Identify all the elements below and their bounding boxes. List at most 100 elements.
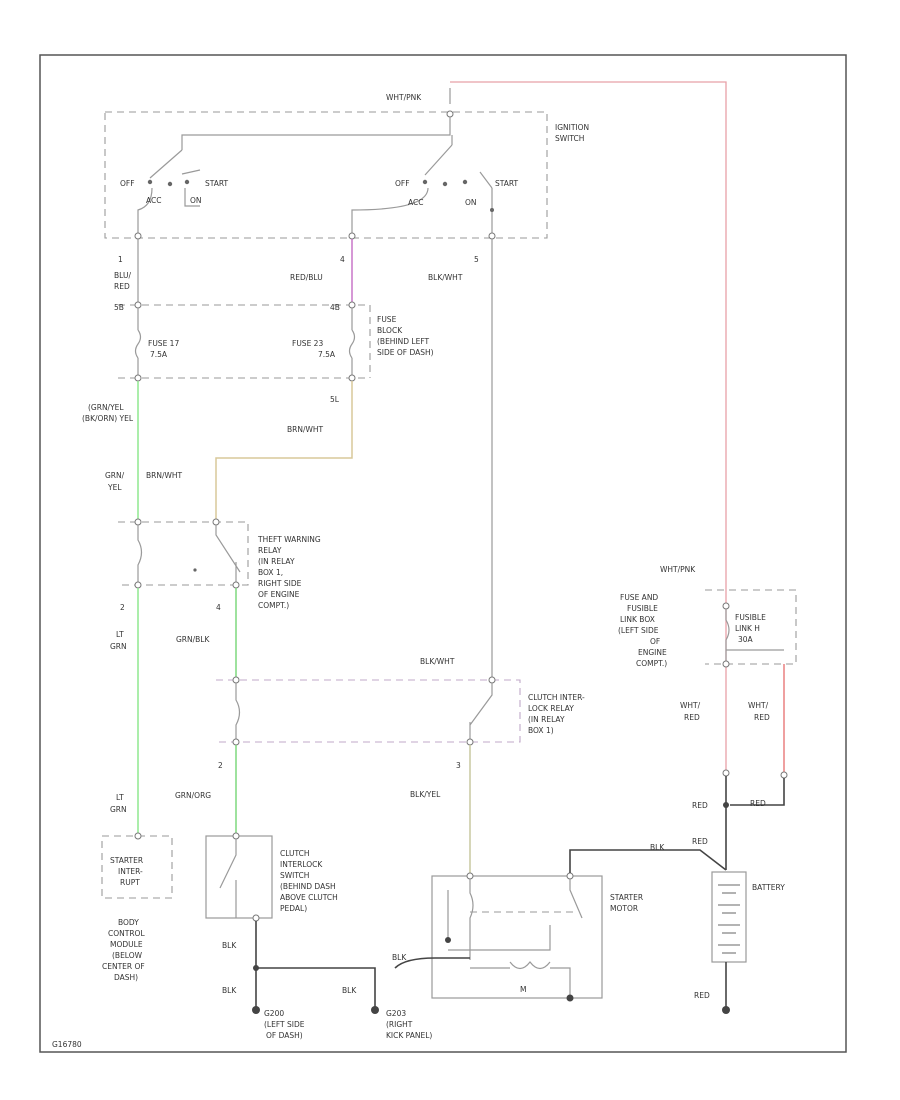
svg-text:RED: RED (684, 713, 700, 722)
svg-text:RUPT: RUPT (120, 878, 140, 887)
svg-text:INTERLOCK: INTERLOCK (280, 860, 323, 869)
svg-text:LINK H: LINK H (735, 624, 760, 633)
svg-text:CONTROL: CONTROL (108, 929, 145, 938)
svg-text:RED: RED (754, 713, 770, 722)
wire-wht-pnk-top (450, 81, 727, 770)
svg-text:WHT/PNK: WHT/PNK (660, 565, 696, 574)
diagram-reference: G16780 (52, 1040, 82, 1049)
svg-text:OFF: OFF (120, 179, 135, 188)
starter-field-winding (509, 961, 551, 970)
svg-text:WHT/: WHT/ (680, 701, 701, 710)
svg-text:COMPT.): COMPT.) (258, 601, 289, 610)
theft-relay-coil (137, 525, 143, 585)
svg-text:SIDE OF DASH): SIDE OF DASH) (377, 348, 434, 357)
ground-g200 (252, 1006, 260, 1014)
ignition-left-acc (137, 187, 153, 236)
svg-text:4: 4 (340, 255, 345, 264)
svg-text:BLOCK: BLOCK (377, 326, 403, 335)
svg-text:ENGINE: ENGINE (638, 648, 667, 657)
svg-text:BOX 1,: BOX 1, (258, 568, 283, 577)
svg-text:BRN/WHT: BRN/WHT (287, 425, 324, 434)
svg-text:RED: RED (692, 837, 708, 846)
svg-text:(BEHIND LEFT: (BEHIND LEFT (377, 337, 430, 346)
clutch-relay-contact (469, 683, 493, 726)
svg-text:ABOVE CLUTCH: ABOVE CLUTCH (280, 893, 338, 902)
clutch-switch-contact (219, 839, 237, 889)
svg-text:(GRN/YEL: (GRN/YEL (88, 403, 124, 412)
label-ignition-switch: IGNITION (555, 123, 589, 132)
svg-text:DASH): DASH) (114, 973, 138, 982)
label-fusible-link-h: FUSIBLE (735, 613, 766, 622)
wire-blk-ground-right (256, 967, 376, 1010)
svg-text:BLK: BLK (650, 843, 665, 852)
label-body-control-module: BODY (118, 918, 139, 927)
label-fuse-17: FUSE 17 (148, 339, 179, 348)
svg-text:BRN/WHT: BRN/WHT (146, 471, 183, 480)
ignition-internal-bus (181, 117, 451, 150)
svg-text:4B: 4B (330, 303, 340, 312)
svg-text:OF ENGINE: OF ENGINE (258, 590, 300, 599)
svg-text:ON: ON (465, 198, 477, 207)
clutch-interlock-switch-box (205, 835, 273, 919)
label-battery: BATTERY (752, 883, 785, 892)
svg-text:RED: RED (692, 801, 708, 810)
svg-text:OFF: OFF (395, 179, 410, 188)
label-ground-left: G200 (264, 1009, 284, 1018)
svg-text:(BELOW: (BELOW (112, 951, 143, 960)
svg-text:GRN/BLK: GRN/BLK (176, 635, 210, 644)
svg-text:RELAY: RELAY (258, 546, 282, 555)
svg-text:BLK: BLK (222, 986, 237, 995)
svg-text:ACC: ACC (408, 198, 423, 207)
svg-text:LT: LT (116, 630, 124, 639)
svg-text:(BK/ORN) YEL: (BK/ORN) YEL (82, 414, 134, 423)
starter-solenoid-coil (469, 879, 474, 960)
ignition-switch-box (104, 111, 548, 239)
svg-text:2: 2 (120, 603, 125, 612)
theft-relay-contact (215, 525, 241, 573)
ground-g203 (371, 1006, 379, 1014)
svg-text:LT: LT (116, 793, 124, 802)
wire-red-link (730, 778, 785, 806)
wire-starter-cable (569, 849, 727, 873)
svg-text:SWITCH: SWITCH (280, 871, 309, 880)
svg-text:RED: RED (694, 991, 710, 1000)
label-starter-interrupt: STARTER (110, 856, 143, 865)
svg-text:(LEFT SIDE: (LEFT SIDE (618, 626, 659, 635)
svg-text:RIGHT SIDE: RIGHT SIDE (258, 579, 302, 588)
label-fuse-23: FUSE 23 (292, 339, 323, 348)
svg-text:START: START (495, 179, 519, 188)
label-fuse-fusible-link-box: FUSE AND (620, 593, 658, 602)
svg-text:PEDAL): PEDAL) (280, 904, 307, 913)
svg-text:YEL: YEL (107, 483, 122, 492)
diagram-frame (39, 54, 847, 1053)
svg-text:BLK/YEL: BLK/YEL (410, 790, 441, 799)
svg-text:SWITCH: SWITCH (555, 134, 584, 143)
fuse-fusible-link-box (705, 589, 797, 665)
label-clutch-interlock-relay: CLUTCH INTER- (528, 693, 585, 702)
svg-text:BLK: BLK (392, 953, 407, 962)
svg-text:OF DASH): OF DASH) (266, 1031, 303, 1040)
battery-box (711, 871, 747, 963)
svg-text:BLU/: BLU/ (114, 271, 131, 280)
svg-text:MOTOR: MOTOR (610, 904, 638, 913)
svg-text:CENTER OF: CENTER OF (102, 962, 145, 971)
battery-ground (722, 1006, 730, 1014)
starter-solenoid-contact (569, 879, 583, 919)
svg-text:7.5A: 7.5A (318, 350, 336, 359)
svg-text:(BEHIND DASH: (BEHIND DASH (280, 882, 336, 891)
wire-brn-wht (215, 381, 353, 522)
label-fuse-block: FUSE (377, 315, 397, 324)
svg-text:(IN RELAY: (IN RELAY (258, 557, 295, 566)
svg-text:LINK BOX: LINK BOX (620, 615, 655, 624)
svg-text:1: 1 (118, 255, 123, 264)
svg-text:RED/BLU: RED/BLU (290, 273, 323, 282)
label-wht-pnk-top: WHT/PNK (386, 93, 422, 102)
label-clutch-interlock-switch: CLUTCH (280, 849, 310, 858)
fuse-23-element (348, 329, 356, 359)
svg-text:MODULE: MODULE (110, 940, 143, 949)
ignition-right-acc (351, 187, 429, 236)
svg-text:GRN: GRN (110, 805, 127, 814)
svg-text:30A: 30A (738, 635, 754, 644)
svg-text:5L: 5L (330, 395, 340, 404)
